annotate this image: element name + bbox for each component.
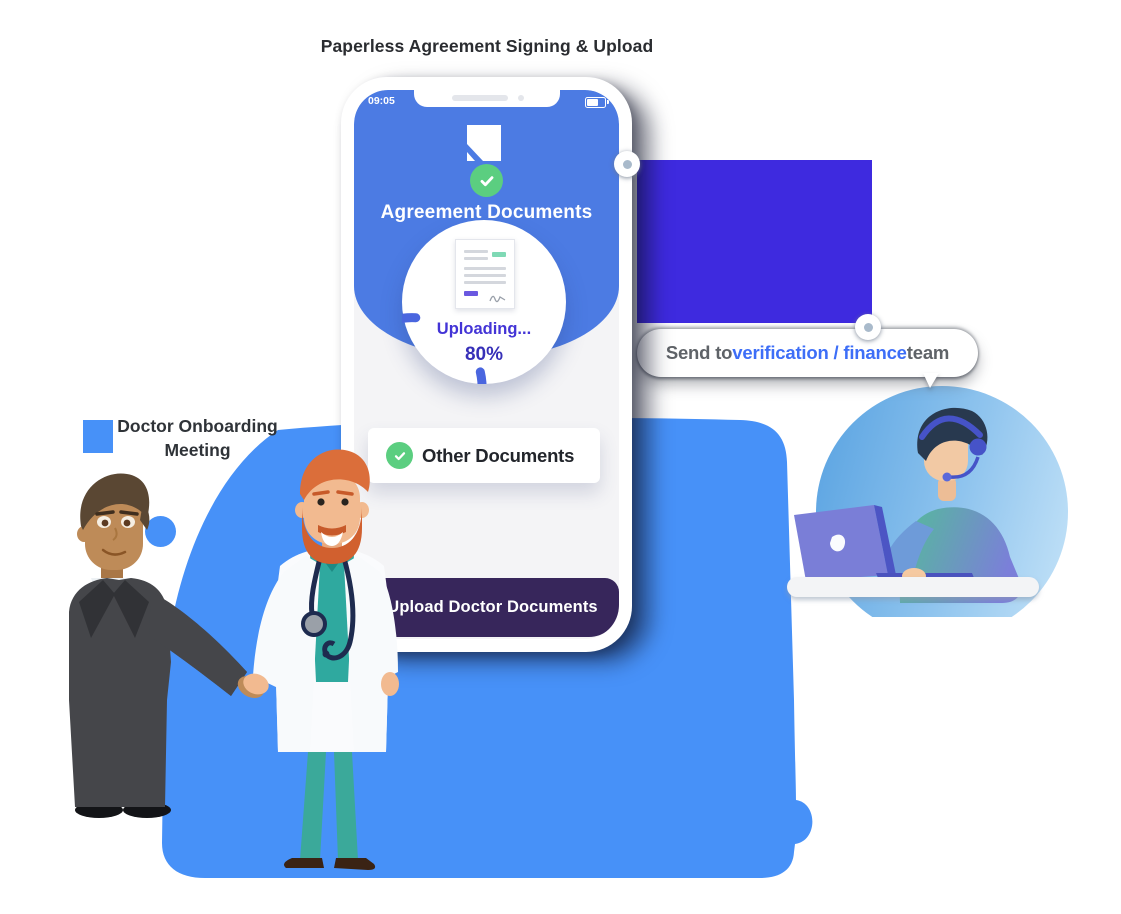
headset-earcup	[969, 438, 987, 456]
signed-document-icon	[455, 239, 515, 309]
doctor-arm-left	[253, 572, 304, 688]
support-agent-illustration	[794, 407, 1022, 603]
send-to-label: Send to verification / finance team	[637, 329, 978, 388]
doctor-hair	[300, 449, 370, 500]
laptop-logo	[830, 534, 846, 552]
headset-mic-boom	[949, 456, 980, 479]
support-arm	[882, 521, 934, 583]
doctor-shoe	[334, 858, 376, 870]
doctor-eye	[341, 498, 349, 506]
doctor-pants	[334, 752, 358, 860]
phone-notch	[414, 90, 560, 107]
businessman-suit-arm	[149, 592, 247, 696]
upload-doctor-documents-button[interactable]: Upload Doctor Documents	[366, 578, 619, 637]
battery-icon	[585, 97, 609, 108]
doctor-beard	[302, 506, 362, 564]
speaker-slot-icon	[452, 95, 508, 101]
doctor-shoe	[284, 858, 324, 868]
businessman-suit-torso	[69, 578, 171, 807]
meeting-caption: Doctor Onboarding Meeting	[85, 414, 310, 462]
agreement-documents-title: Agreement Documents	[380, 202, 593, 223]
uploading-percent: 80%	[464, 344, 504, 365]
doctor-pants	[300, 752, 326, 860]
headset-mic	[942, 472, 952, 482]
camera-dot-icon	[518, 95, 524, 101]
businessman-brow	[119, 510, 139, 516]
businessman-hair-side	[140, 502, 150, 530]
doctor-brow	[336, 490, 354, 496]
doctor-smile	[321, 532, 343, 546]
stethoscope-earpiece	[322, 650, 330, 658]
businessman-illustration	[69, 473, 265, 818]
doctor-arm-right	[366, 572, 398, 680]
connector-dot-icon	[614, 151, 640, 177]
other-documents-label: Other Documents	[422, 444, 575, 466]
doctor-hand	[381, 672, 399, 696]
meeting-caption-line1: Doctor Onboarding	[117, 416, 278, 436]
desk	[787, 577, 1039, 597]
businessman-lapel	[113, 580, 149, 638]
check-circle-icon	[470, 164, 503, 197]
businessman-nose	[112, 527, 118, 541]
blue-square-decoration	[83, 420, 113, 453]
businessman-brow	[95, 510, 115, 516]
page-title: Paperless Agreement Signing & Upload	[320, 36, 654, 56]
businessman-smile	[101, 548, 127, 556]
check-circle-icon	[386, 442, 413, 469]
connector-dot-icon	[855, 314, 881, 340]
send-to-suffix: team	[906, 342, 950, 363]
businessman-lapel	[79, 580, 115, 638]
doctor-mustache	[318, 525, 346, 536]
signature-squiggle-icon	[489, 295, 506, 303]
meeting-caption-line2: Meeting	[164, 440, 231, 460]
doctor-illustration	[243, 449, 399, 870]
uploading-status: Uploading...	[436, 320, 532, 338]
doctor-eye	[317, 498, 325, 506]
laptop-screen-edge	[874, 505, 896, 575]
businessman-hair	[80, 473, 150, 530]
upload-progress-circle: Uploading... 80%	[402, 220, 566, 384]
doctor-brow	[312, 490, 330, 496]
stethoscope-tube	[309, 557, 323, 615]
doctor-scrub-shirt	[310, 554, 354, 682]
support-neck	[938, 477, 956, 501]
purple-rectangle-decoration	[637, 160, 872, 323]
stethoscope-tube	[322, 557, 356, 661]
speech-tail	[923, 373, 939, 388]
headset-band	[919, 415, 983, 440]
send-to-highlight: verification / finance	[732, 342, 907, 363]
blue-circle-decoration	[145, 516, 176, 547]
phone-mockup: 09:05 Agreement Documents	[341, 77, 632, 652]
status-bar-time: 09:05	[368, 95, 395, 107]
other-documents-card[interactable]: Other Documents	[368, 428, 600, 483]
doctor-hand	[243, 673, 269, 695]
phone-screen: 09:05 Agreement Documents	[354, 90, 619, 639]
folded-document-icon	[467, 125, 501, 161]
send-to-prefix: Send to	[665, 342, 733, 363]
stethoscope-chestpiece	[301, 611, 327, 637]
